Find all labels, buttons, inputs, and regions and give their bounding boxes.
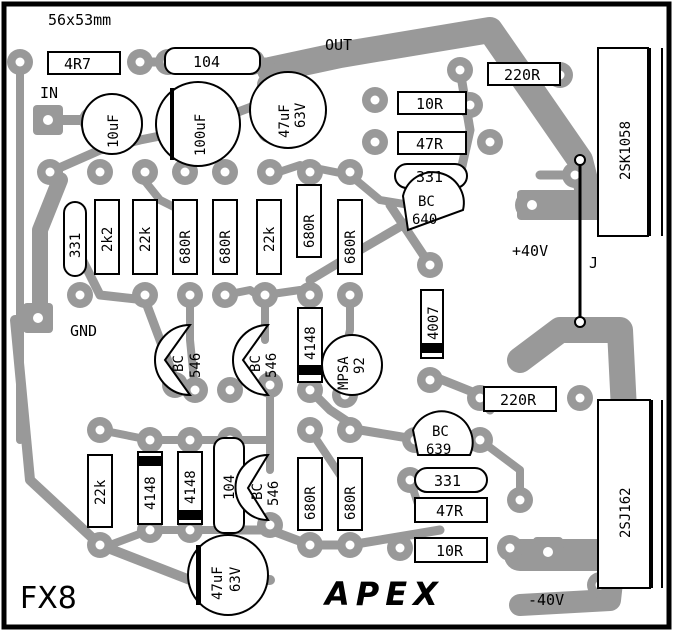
plus-supply-label: +40V (512, 242, 548, 260)
q1-number: 546 (188, 353, 204, 378)
q-bc639-number: 639 (426, 442, 451, 458)
r-10r-bot-label: 10R (436, 542, 464, 560)
brand-logo: APEX (322, 575, 444, 613)
r-22k-c-label: 22k (93, 479, 109, 505)
in-label: IN (40, 84, 58, 102)
r-47r-bot-label: 47R (436, 502, 464, 520)
jumper-label: J (589, 254, 598, 272)
r-10r-top-label: 10R (416, 95, 444, 113)
c-331-a-label: 331 (68, 233, 84, 258)
d-4007-label: 4007 (426, 306, 442, 340)
mosfet-top-label: 2SK1058 (618, 121, 634, 180)
elco-47uf-top-voltage: 63V (293, 102, 309, 128)
capacitor-polarity (170, 88, 201, 605)
q3-label: BC (250, 483, 266, 500)
r-680r-e-label: 680R (303, 486, 319, 520)
r-47r-top-label: 47R (416, 135, 444, 153)
q2-label: BC (248, 355, 264, 372)
r-680r-b-label: 680R (218, 230, 234, 264)
q-bc640-number: 640 (412, 212, 437, 228)
elco-47uf-top-label: 47uF (277, 104, 293, 138)
elco-100uf-label: 100uF (193, 114, 209, 156)
minus-supply-label: -40V (528, 591, 564, 609)
q-mpsa-label: MPSA (336, 356, 352, 390)
r-220r-bot-label: 220R (500, 391, 537, 409)
out-label: OUT (325, 36, 352, 54)
r-680r-a-label: 680R (178, 230, 194, 264)
r-2k2-label: 2k2 (100, 227, 116, 252)
d-4148-c-label: 4148 (183, 470, 199, 504)
q-mpsa-number: 92 (352, 357, 368, 374)
q-bc640-label: BC (418, 194, 435, 210)
c-331-top-label: 331 (416, 168, 443, 186)
r-680r-c-label: 680R (302, 214, 318, 248)
size-label: 56x53mm (48, 11, 111, 29)
c-104-top-label: 104 (193, 53, 220, 71)
r-22k-a-label: 22k (138, 226, 154, 252)
q3-number: 546 (266, 481, 282, 506)
r-4r7-label: 4R7 (64, 55, 91, 73)
elco-10uf-label: 10uF (106, 114, 122, 148)
c-104-bot-label: 104 (222, 475, 238, 500)
elco-47uf-bot-label: 47uF (210, 566, 226, 600)
q1-label: BC (171, 355, 187, 372)
q-bc639-label: BC (432, 424, 449, 440)
r-680r-f-label: 680R (343, 486, 359, 520)
gnd-label: GND (70, 322, 97, 340)
r-220r-top-label: 220R (504, 66, 541, 84)
q2-number: 546 (264, 353, 280, 378)
elco-47uf-bot-voltage: 63V (228, 566, 244, 592)
mosfet-bot-label: 2SJ162 (618, 487, 634, 538)
board-name: FX8 (20, 581, 77, 616)
r-680r-d-label: 680R (343, 230, 359, 264)
d-4148-a-label: 4148 (303, 326, 319, 360)
diode-bands (138, 343, 443, 520)
c-331-bot-label: 331 (434, 472, 461, 490)
d-4148-b-label: 4148 (143, 476, 159, 510)
r-22k-b-label: 22k (262, 226, 278, 252)
